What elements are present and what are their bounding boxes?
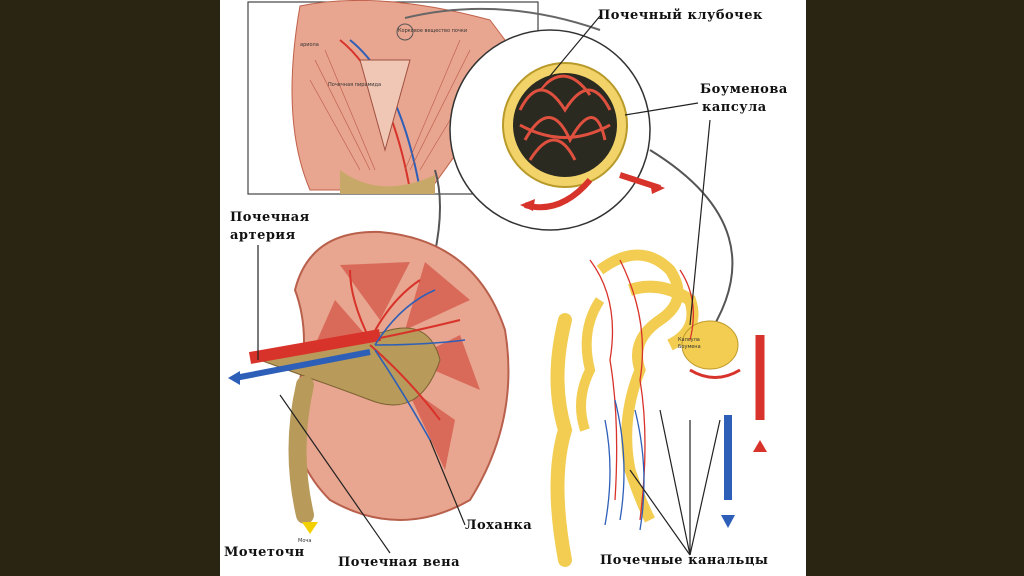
- renal-vein: [234, 349, 371, 381]
- urine-text: Моча: [298, 538, 312, 544]
- diagram-canvas: Почечный клубочек Боуменова капсула Поче…: [220, 0, 806, 576]
- right-frame: [806, 0, 1024, 576]
- interlobar-arteries: [349, 269, 461, 421]
- distal-tubule: [576, 297, 605, 432]
- collecting-duct: [550, 313, 573, 567]
- renal-artery: [248, 329, 382, 364]
- urine-arrow-icon: [302, 522, 318, 534]
- glomerulus-label: Почечный клубочек: [598, 8, 763, 23]
- inset-glomerulus-marker: [396, 23, 414, 41]
- renal-tubules-label: Почечные канальцы: [600, 553, 769, 568]
- arrow-left-icon: [520, 199, 535, 211]
- arrow-right-icon: [650, 182, 665, 194]
- renal-artery-label-line2: артерия: [230, 228, 296, 243]
- capsule-small-text-1: Капсула: [678, 337, 700, 343]
- cortex-text: Корковое вещество почки: [398, 28, 468, 34]
- label-pointers: [257, 15, 721, 556]
- bowman-capsule-small: [681, 320, 739, 370]
- bowman-capsule-label-line2: капсула: [702, 100, 767, 115]
- renal-vein-label: Почечная вена: [338, 555, 461, 570]
- bowman-capsule-label-line1: Боуменова: [700, 82, 788, 97]
- circle-to-nephron-line: [649, 149, 734, 341]
- arteriole-text: ариола: [300, 42, 319, 48]
- capsule-space: [513, 73, 617, 177]
- left-frame: [0, 0, 220, 576]
- arrow-up-icon: [753, 440, 767, 452]
- glomerular-arteriole: [689, 368, 741, 379]
- inset-to-circle-line: [404, 7, 601, 31]
- arrow-down-blue-icon: [721, 515, 735, 528]
- vein-arrow-icon: [228, 371, 240, 385]
- renal-pelvis-label: Лоханка: [465, 518, 533, 533]
- ureter-label: Мочеточн: [224, 545, 305, 560]
- capsule-small-text-2: Боумена: [678, 344, 701, 350]
- pyramid-text: Почечная пирамида: [328, 82, 382, 88]
- renal-artery-label-line1: Почечная: [230, 210, 310, 225]
- inset-pyramid: [359, 59, 411, 152]
- capillary-loops: [518, 74, 612, 161]
- inset-pelvis: [340, 170, 435, 194]
- venous-network: [604, 399, 645, 531]
- ureter: [288, 376, 314, 524]
- interlobar-veins: [374, 289, 466, 441]
- kidney-illustration: [228, 0, 767, 567]
